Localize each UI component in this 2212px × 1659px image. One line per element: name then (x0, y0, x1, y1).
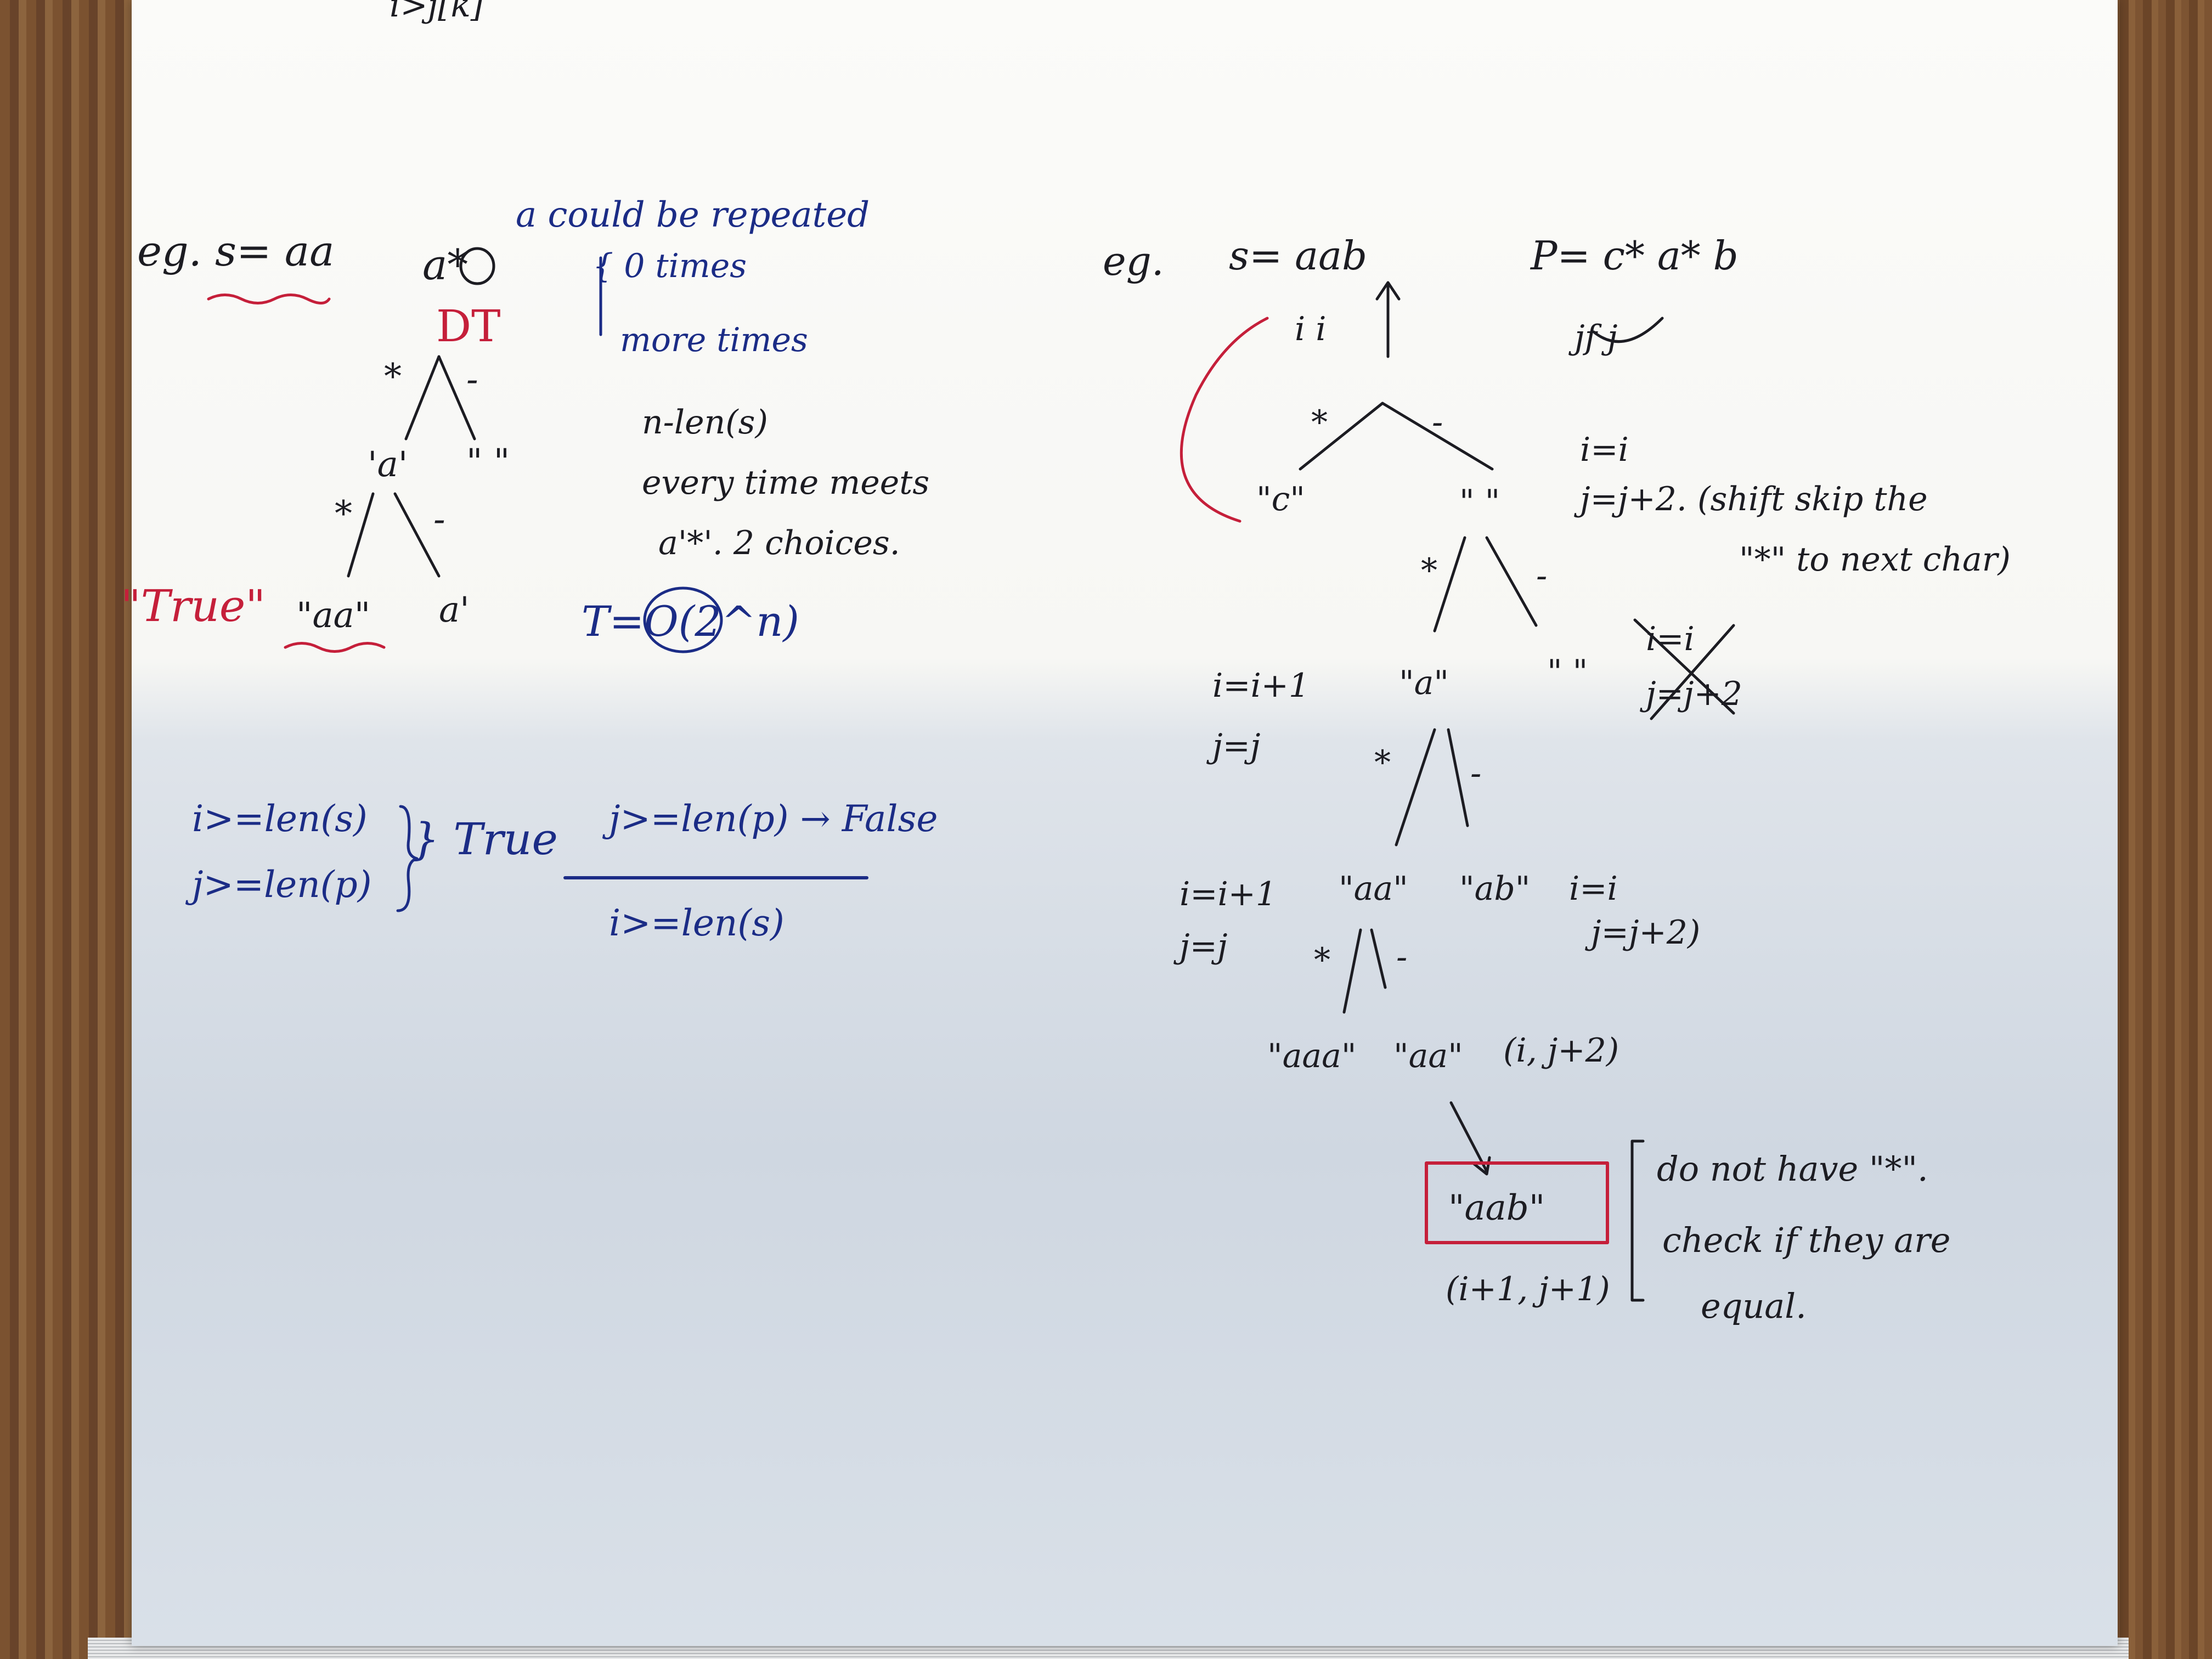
note-bracket (1630, 1139, 1645, 1302)
right-dash-2: - (1536, 557, 1548, 595)
right-node-empty-2: " " (1547, 653, 1588, 691)
hand-drawn-strokes (207, 247, 1735, 1302)
right-star-2: * (1421, 551, 1437, 590)
right-node-ab: "ab" (1459, 870, 1531, 908)
fraction-bottom: i>=len(s) (609, 902, 785, 944)
right-dash-4: - (1396, 938, 1408, 977)
cross-out-line-2 (1650, 624, 1735, 720)
rule-4-i: i=i (1569, 870, 1618, 908)
rule-1-j: j=j+2. (shift skip the (1580, 480, 1928, 518)
red-wavy-underline-2 (284, 642, 386, 653)
right-branch-2 (1381, 402, 1494, 471)
wooden-table-left (0, 0, 143, 1659)
complexity-text: T=O(2^n) (582, 597, 799, 646)
left-node-aa: "aa" (296, 595, 371, 636)
right-node-aa-2: "aa" (1393, 1037, 1463, 1075)
star-circle (459, 247, 495, 285)
rule-2-j: j=j (1212, 727, 1261, 765)
fraction-top: j>=len(p) → False (609, 798, 938, 840)
left-branch-1 (404, 355, 441, 441)
left-node-a2: a' (439, 590, 470, 630)
red-curved-arrow (1180, 317, 1269, 523)
left-dash-2: - (433, 499, 445, 540)
left-node-a: 'a' (368, 444, 408, 485)
condition-true: } True (411, 814, 558, 865)
note-no-star: do not have "*". (1657, 1149, 1928, 1189)
left-branch-3 (347, 492, 375, 578)
cross-out-line-1 (1633, 618, 1735, 715)
right-dash-1: - (1432, 403, 1443, 442)
rule-1-note: "*" to next char) (1739, 540, 2011, 579)
note-check: check if they are (1662, 1220, 1951, 1260)
tuple-i1-j1: (i+1, j+1) (1446, 1270, 1610, 1308)
right-branch-5 (1395, 728, 1436, 847)
right-branch-3 (1433, 536, 1466, 633)
note-equal: equal. (1701, 1286, 1807, 1326)
left-branch-2 (437, 355, 476, 441)
right-node-a: "a" (1399, 664, 1449, 702)
i-markers: i i (1295, 310, 1327, 348)
right-node-c: "c" (1256, 480, 1305, 518)
right-p-text: P= c* a* b (1531, 233, 1739, 279)
right-branch-7 (1342, 928, 1362, 1014)
left-note-zero-times: { 0 times (592, 247, 747, 285)
left-dash-1: - (466, 359, 478, 400)
j-hook-arrow (1592, 317, 1664, 343)
rule-3-j: j=j (1180, 927, 1228, 966)
boxed-aab: "aab" (1448, 1188, 1545, 1228)
rule-2-i: i=i+1 (1212, 667, 1310, 705)
right-node-aa: "aa" (1339, 870, 1408, 908)
right-node-aaa: "aaa" (1267, 1037, 1357, 1075)
left-note-choices: a'*'. 2 choices. (658, 524, 900, 562)
rule-3-i: i=i+1 (1180, 875, 1277, 913)
left-example-label: eg. s= aa (137, 227, 335, 275)
true-label: "True" (121, 580, 266, 631)
left-star-1: * (384, 357, 402, 397)
dt-label: DT (436, 301, 501, 352)
right-branch-8 (1370, 928, 1387, 989)
left-note-more-times: more times (620, 321, 808, 359)
condition-brace (396, 805, 419, 912)
right-star-4: * (1314, 941, 1330, 979)
condition-j: j>=len(p) (192, 864, 372, 906)
left-note-n-len: n-len(s) (642, 403, 768, 442)
left-star-2: * (335, 494, 352, 534)
right-example-label: eg. (1103, 238, 1164, 284)
right-branch-6 (1447, 728, 1469, 827)
rule-1-i: i=i (1580, 431, 1629, 469)
notebook-page: i>j[k] eg. s= aa a* DT * - 'a' " " * - "… (121, 0, 2118, 1646)
right-node-empty: " " (1459, 483, 1500, 521)
right-up-arrow (1375, 281, 1401, 358)
left-node-empty: " " (466, 442, 510, 482)
complexity-circle (643, 586, 723, 653)
tuple-i-j2: (i, j+2) (1503, 1031, 1620, 1070)
top-fragment-text: i>j[k] (390, 0, 484, 25)
condition-i: i>=len(s) (192, 798, 368, 840)
right-star-3: * (1374, 743, 1391, 782)
right-dash-3: - (1470, 754, 1482, 793)
right-star-1: * (1311, 403, 1328, 442)
red-box (1425, 1161, 1609, 1244)
left-note-repeated: a could be repeated (516, 195, 870, 235)
left-note-every-time: every time meets (642, 464, 930, 502)
right-branch-1 (1299, 402, 1384, 471)
right-s-text: s= aab (1229, 233, 1368, 279)
left-branch-4 (393, 492, 441, 578)
right-branch-4 (1485, 536, 1538, 627)
wooden-table-right (2112, 0, 2212, 1659)
rule-4-j: j=j+2) (1591, 913, 1701, 952)
red-wavy-underline-1 (207, 294, 331, 304)
j-markers: jf j (1575, 318, 1618, 357)
